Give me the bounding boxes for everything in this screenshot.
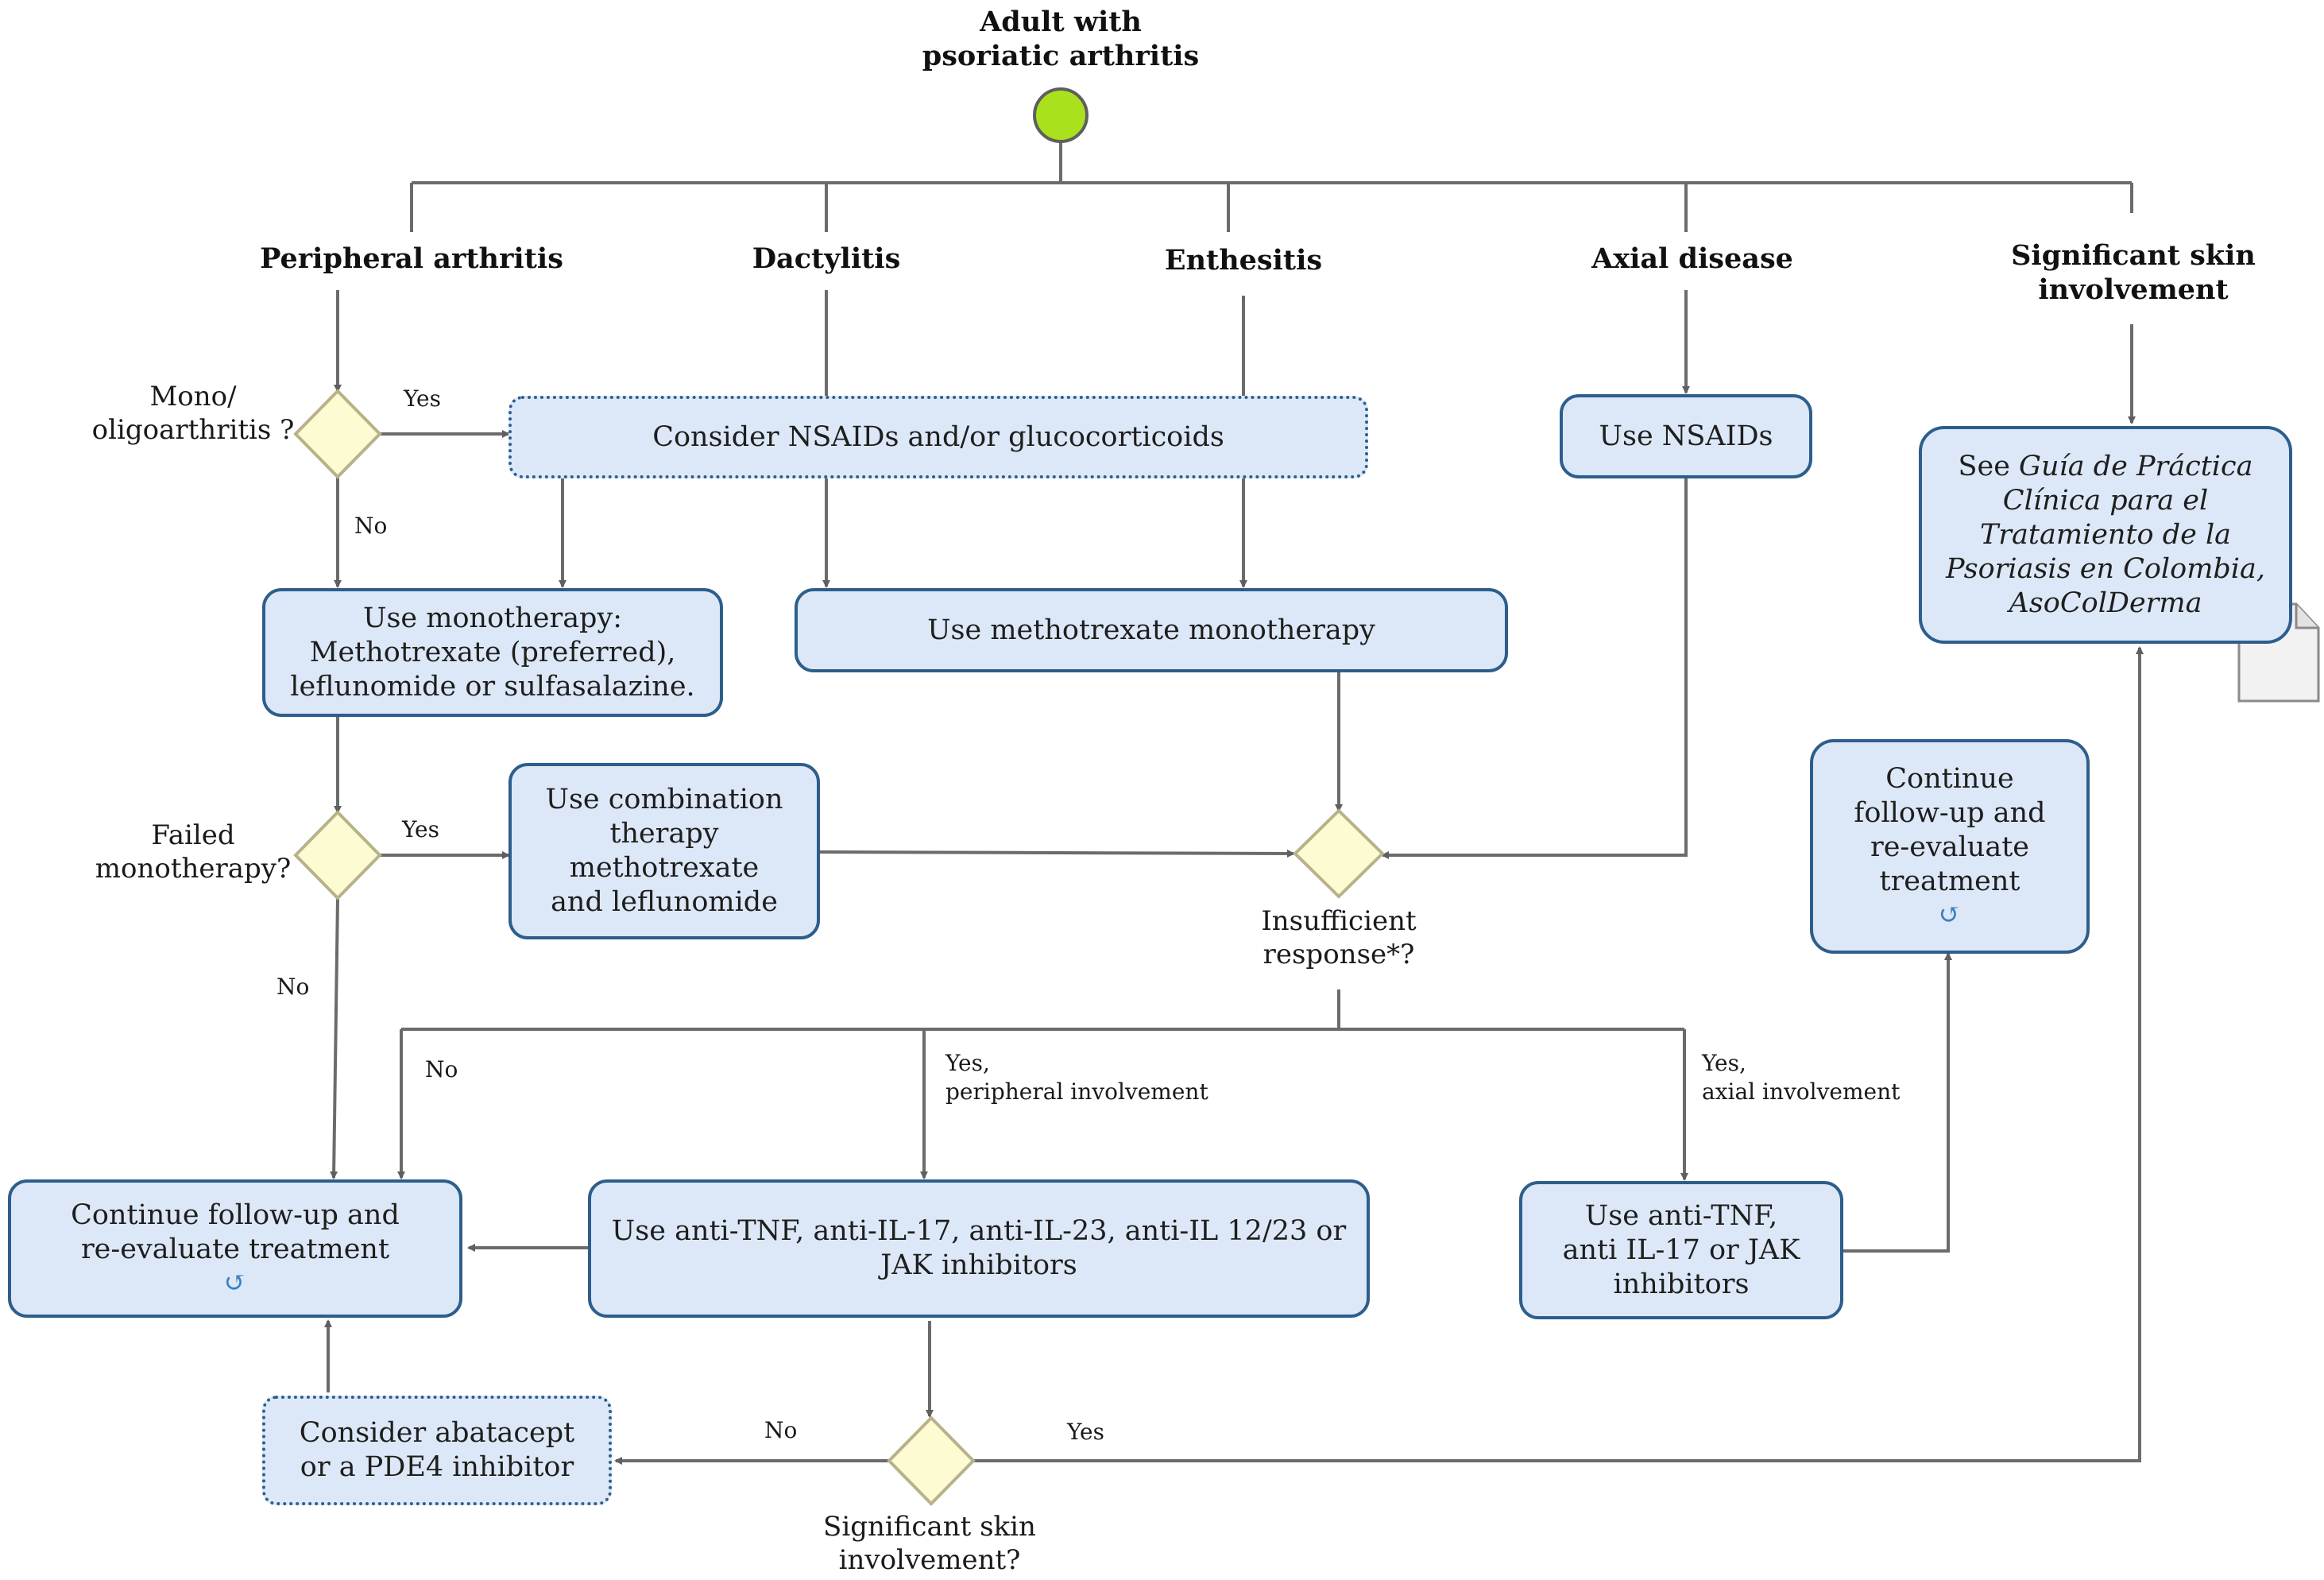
- start-title: Adult with psoriatic arthritis: [922, 6, 1200, 72]
- box-use-combination-therapy: Use combination therapy methotrexate and…: [508, 763, 820, 939]
- edge-failed-no: [330, 897, 339, 1179]
- box-consider-abatacept-pde4: Consider abatacept or a PDE4 inhibitor: [262, 1396, 612, 1505]
- edge-label-failed-no: No: [276, 974, 310, 1000]
- edge-label-skin-no: No: [764, 1417, 798, 1443]
- decision-label-insufficient-response: Insufficient response*?: [1261, 905, 1417, 970]
- edge-combo-insufficient: [818, 849, 1295, 858]
- box-consider-nsaids-glucocorticoids: Consider NSAIDs and/or glucocorticoids: [508, 396, 1368, 478]
- decision-label-significant-skin: Significant skin involvement?: [823, 1511, 1036, 1576]
- edge-label-yes-axial: Yes, axial involvement: [1702, 1050, 1901, 1105]
- cycle-icon: ↺: [223, 1267, 247, 1299]
- edge-label-failed-yes: Yes: [402, 816, 439, 842]
- decision-diamond-insufficient: [1293, 808, 1385, 899]
- box-use-nsaids: Use NSAIDs: [1560, 394, 1812, 478]
- decision-diamond-failed: [293, 810, 382, 900]
- header-dactylitis: Dactylitis: [752, 242, 901, 275]
- decision-diamond-mono: [293, 389, 382, 479]
- decision-diamond-skin: [887, 1415, 976, 1506]
- box-use-biologics: Use anti-TNF, anti-IL-17, anti-IL-23, an…: [588, 1179, 1370, 1318]
- edge-label-skin-yes: Yes: [1067, 1419, 1104, 1445]
- header-significant-skin: Significant skin involvement: [2011, 239, 2256, 306]
- edge-label-mono-no: No: [354, 513, 388, 539]
- header-peripheral-arthritis: Peripheral arthritis: [260, 242, 563, 275]
- edge-label-mono-yes: Yes: [404, 385, 441, 412]
- header-enthesitis: Enthesitis: [1164, 244, 1323, 277]
- edge-label-insufficient-no: No: [425, 1056, 458, 1082]
- edge-axial-nsaids-insufficient: [1381, 478, 1688, 859]
- edge-label-yes-peripheral: Yes, peripheral involvement: [945, 1050, 1208, 1105]
- start-node-icon: [1033, 87, 1089, 143]
- decision-label-mono-oligoarthritis: Mono/ oligoarthritis ?: [91, 381, 295, 446]
- cycle-icon: ↺: [1938, 899, 1962, 931]
- header-axial-disease: Axial disease: [1591, 242, 1793, 275]
- box-see-clinical-guide: See Guía de Práctica Clínica para el Tra…: [1919, 426, 2292, 644]
- box-use-monotherapy: Use monotherapy: Methotrexate (preferred…: [262, 588, 723, 717]
- edge-axial-followup-right: [1843, 952, 1952, 1253]
- decision-label-failed-monotherapy: Failed monotherapy?: [95, 819, 292, 885]
- box-continue-followup-left: Continue follow-up and re-evaluate treat…: [8, 1179, 462, 1318]
- box-continue-followup-right: Continue follow-up and re-evaluate treat…: [1810, 739, 2090, 954]
- edge-skin-yes: [973, 646, 2144, 1462]
- box-use-methotrexate-monotherapy: Use methotrexate monotherapy: [795, 588, 1508, 672]
- box-use-anti-tnf-axial: Use anti-TNF, anti IL-17 or JAK inhibito…: [1519, 1181, 1843, 1319]
